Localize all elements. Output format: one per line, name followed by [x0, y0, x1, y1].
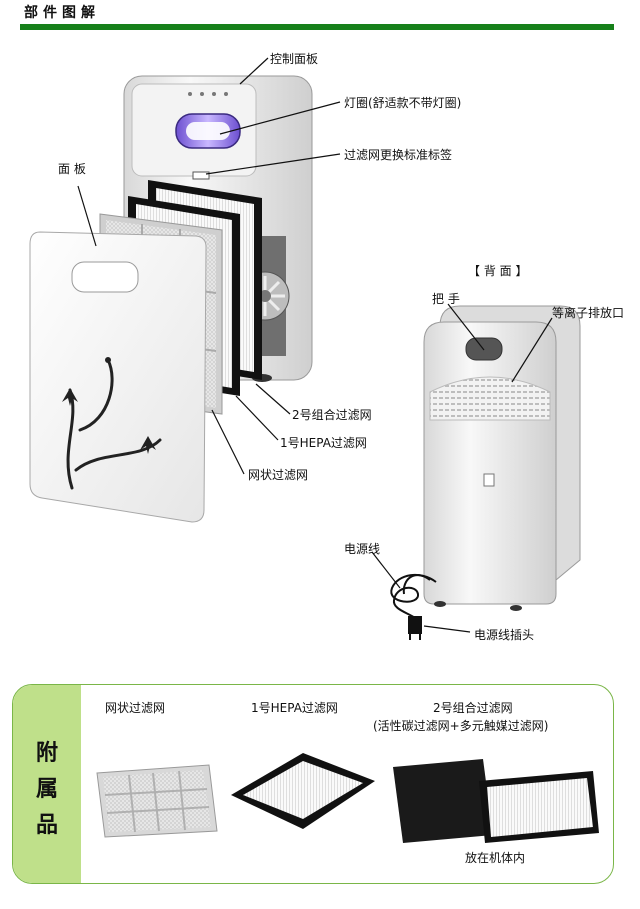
accessories-char-2: 属: [35, 777, 58, 802]
label-filter-2: 2号组合过滤网: [292, 408, 372, 422]
accessories-char-3: 品: [35, 813, 58, 838]
accessory-3-subtitle: (活性碳过滤网+多元触媒过滤网): [373, 719, 549, 733]
section-title: 部件图解: [24, 5, 100, 21]
accessory-1-label: 网状过滤网: [105, 701, 166, 715]
purifier-body-back: [423, 305, 581, 611]
label-power-plug: 电源线插头: [474, 628, 535, 642]
label-front-panel: 面 板: [58, 162, 86, 176]
accessories-side-banner: 附 属 品: [13, 685, 81, 883]
front-panel: [29, 231, 207, 523]
power-plug-body: [408, 616, 422, 634]
power-cord: [390, 573, 437, 625]
accessories-images: [96, 753, 599, 843]
label-back-side: 【 背 面 】: [468, 264, 528, 278]
label-filter-1-hepa: 1号HEPA过滤网: [280, 436, 367, 450]
accessories-char-1: 附: [35, 741, 58, 766]
label-light-ring: 灯圈(舒适款不带灯圈): [344, 96, 462, 110]
label-mesh-filter: 网状过滤网: [248, 468, 309, 482]
leader-lines: [77, 57, 553, 633]
label-ion-outlet: 等离子排放口: [552, 306, 625, 320]
accessories-panel: 附 属 品 网状过滤网 1号HEPA过滤网 2号组合过滤网 (活性碳过滤网+多元…: [12, 684, 614, 884]
title-underline: [20, 24, 614, 30]
label-control-panel: 控制面板: [270, 52, 319, 66]
accessory-2-label: 1号HEPA过滤网: [251, 701, 338, 715]
accessory-3-title: 2号组合过滤网: [433, 701, 513, 715]
label-power-cord: 电源线: [344, 542, 381, 556]
accessory-note: 放在机体内: [465, 851, 526, 865]
label-filter-replace-tag: 过滤网更换标准标签: [344, 148, 453, 162]
accessory-mesh-filter-image: [96, 764, 218, 838]
accessory-hepa-filter-image: [231, 753, 375, 829]
accessory-combo-filter-image: [393, 759, 599, 843]
label-handle: 把 手: [432, 292, 460, 306]
